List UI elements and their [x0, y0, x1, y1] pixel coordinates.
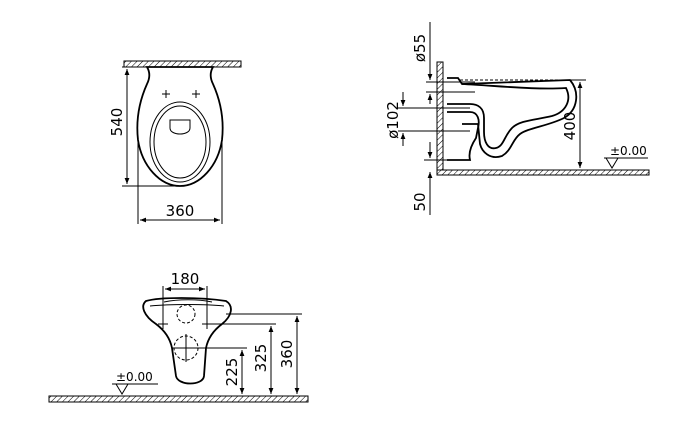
top-view-depth-dim: 540	[108, 108, 126, 137]
top-view-seat-outer	[149, 101, 211, 183]
side-view-outlet-dim: ø102	[384, 101, 402, 139]
side-view-floor-offset-dim: 50	[411, 192, 429, 211]
front-view-bolt-height-dim: 325	[252, 344, 270, 373]
front-view-rim	[149, 304, 225, 307]
front-view-bowl-outline	[142, 297, 232, 385]
side-view-bowl-body	[447, 77, 578, 158]
front-view-rim-top	[163, 299, 213, 303]
front-view-outlet-height-dim: 225	[223, 358, 241, 387]
top-view-seat-inner	[153, 105, 207, 179]
side-view-inlet-dim: ø55	[411, 34, 429, 62]
side-view-rim-height-dim: 400	[561, 112, 579, 141]
side-view-bowl-inner	[447, 83, 570, 150]
side-view-floor	[436, 169, 650, 176]
side-view: ø55 ø102 50 400 ±0.00	[384, 22, 650, 215]
side-view-trap	[447, 111, 480, 161]
front-view-rim-height-dim: 360	[278, 340, 296, 369]
top-view-flush-opening	[169, 119, 191, 135]
front-view-bolt-spacing-dim: 180	[171, 270, 200, 288]
top-view: 540 360	[108, 60, 242, 224]
side-view-wall	[436, 61, 444, 173]
front-view-inlet	[176, 304, 196, 324]
side-view-floor-level: ±0.00	[610, 144, 647, 158]
front-view-level-marker: ±0.00	[112, 370, 158, 395]
front-view-floor-level: ±0.00	[116, 370, 153, 384]
top-view-bolt-right	[192, 90, 200, 98]
side-view-level-marker: ±0.00	[604, 144, 648, 169]
top-view-bolt-left	[162, 90, 170, 98]
top-view-width-dim: 360	[166, 202, 195, 220]
top-view-bowl-outline	[136, 66, 224, 187]
front-view: 180 225 325 360 ±0.00	[48, 270, 309, 403]
front-view-floor	[48, 395, 309, 403]
